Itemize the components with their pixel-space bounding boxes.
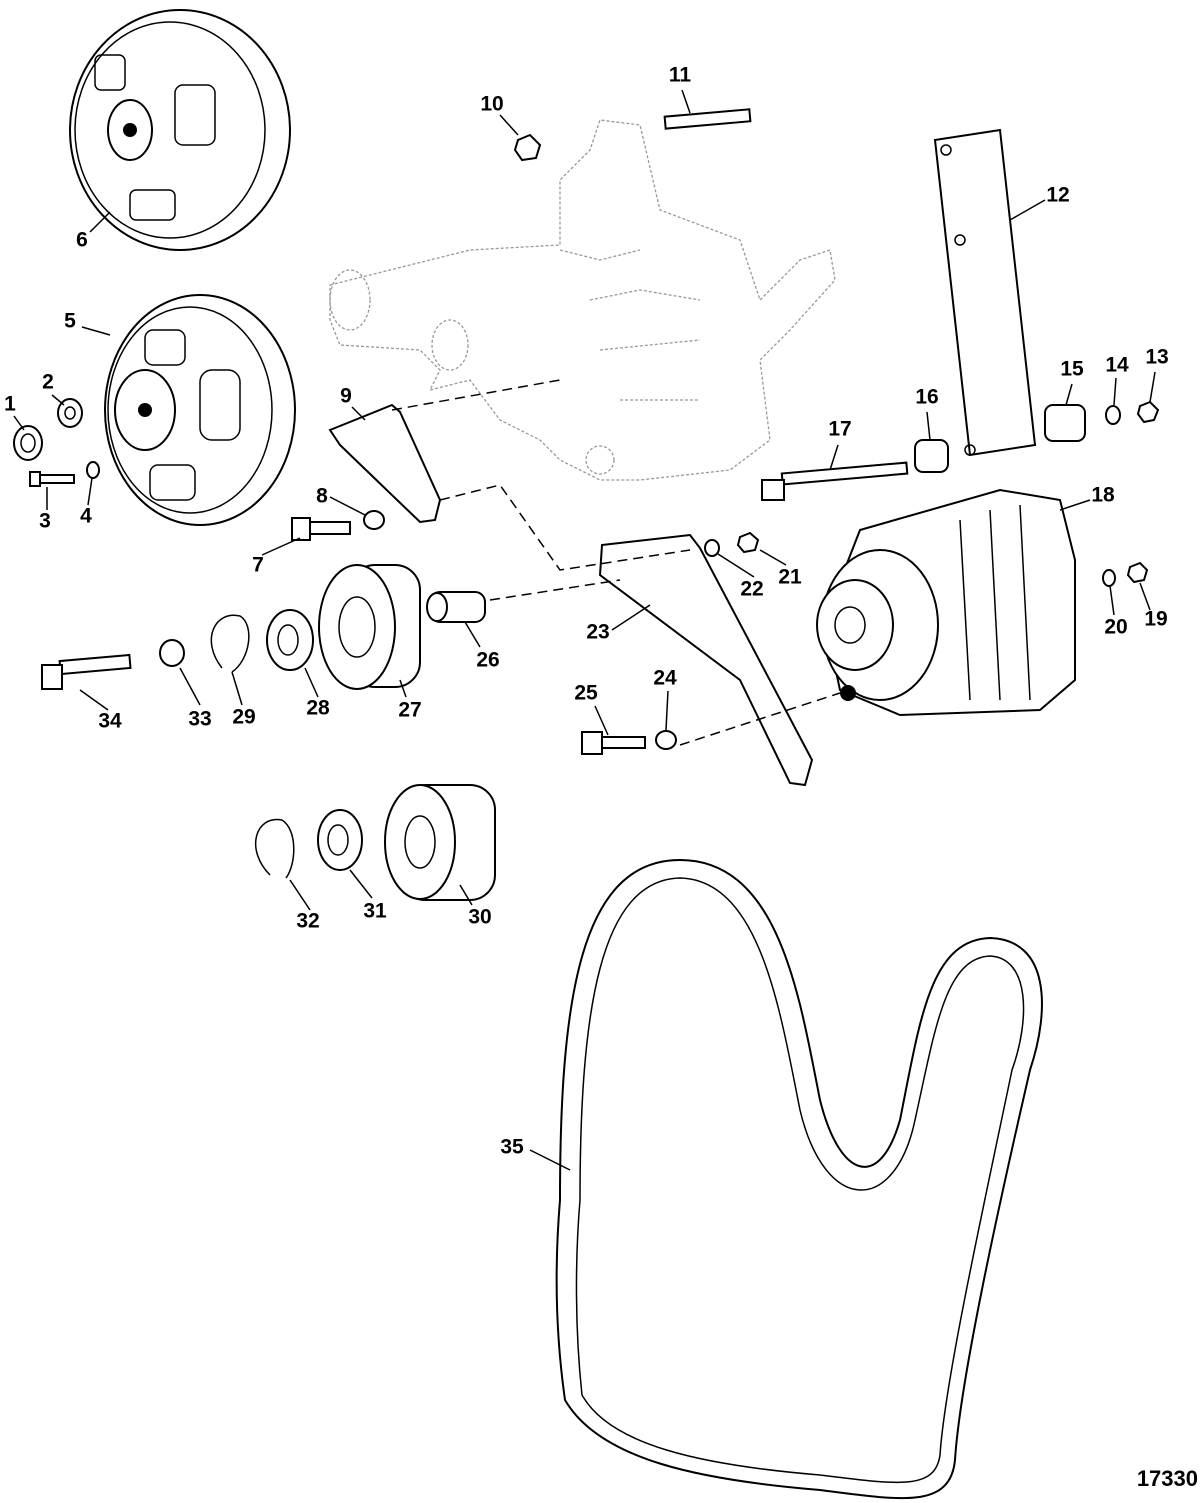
callout-15: 15 (1060, 358, 1084, 381)
nut-19 (1126, 561, 1149, 584)
bolt-3 (29, 471, 75, 487)
spacer-26 (426, 591, 486, 623)
callout-13: 13 (1145, 346, 1168, 369)
callout-35: 35 (500, 1136, 524, 1159)
washer-14 (1105, 405, 1121, 425)
washer-22 (704, 539, 720, 557)
callout-22: 22 (740, 578, 763, 601)
callout-23: 23 (586, 621, 609, 644)
callout-7: 7 (252, 554, 264, 577)
bearing-28 (266, 609, 314, 671)
callout-labels: 1 2 3 4 5 6 7 8 9 10 11 12 13 14 15 16 1… (4, 64, 1169, 1159)
callout-11: 11 (669, 64, 692, 87)
callout-25: 25 (574, 682, 598, 705)
bolt-25 (581, 731, 646, 755)
washer-20 (1102, 569, 1116, 587)
callout-33: 33 (188, 708, 211, 731)
callout-27: 27 (398, 699, 421, 722)
pulley-6 (69, 9, 291, 251)
callout-3: 3 (39, 510, 51, 533)
washer-33 (159, 639, 185, 667)
brace-12 (933, 128, 1037, 457)
callout-12: 12 (1046, 184, 1069, 207)
stud-11 (663, 108, 752, 130)
nut-13 (1136, 400, 1160, 424)
callout-31: 31 (363, 900, 387, 923)
bracket-23 (598, 533, 814, 787)
callout-24: 24 (653, 667, 677, 690)
callout-29: 29 (232, 706, 255, 729)
idler-pulley-30 (384, 784, 496, 901)
drive-belt-35 (555, 858, 1043, 1500)
callout-10: 10 (480, 93, 503, 116)
callout-16: 16 (915, 386, 938, 409)
callout-5: 5 (64, 310, 76, 333)
nut-10 (513, 133, 542, 162)
bearing-31 (317, 809, 363, 871)
callout-4: 4 (80, 505, 92, 528)
callout-8: 8 (316, 485, 328, 508)
washer-24 (655, 730, 677, 750)
callout-6: 6 (76, 229, 88, 252)
callout-30: 30 (468, 906, 491, 929)
nut-1 (13, 425, 43, 461)
washer-2 (57, 398, 83, 428)
pulley-5 (104, 294, 296, 526)
leader-lines (13, 89, 1156, 1171)
bolt-34 (41, 653, 132, 690)
engine-housing-reference (329, 119, 836, 481)
callout-34: 34 (98, 710, 122, 733)
spacer-16 (914, 439, 949, 473)
bracket-9 (328, 403, 442, 524)
callout-19: 19 (1144, 608, 1167, 631)
idler-pulley-27 (318, 564, 421, 690)
callout-26: 26 (476, 649, 499, 672)
alternator-18 (816, 488, 1076, 717)
callout-21: 21 (778, 566, 802, 589)
washer-4 (86, 461, 100, 479)
callout-14: 14 (1105, 354, 1129, 377)
spacer-15 (1044, 404, 1086, 442)
callout-20: 20 (1104, 616, 1127, 639)
snap-ring-29 (210, 614, 250, 673)
callout-32: 32 (296, 910, 319, 933)
callout-1: 1 (4, 393, 16, 416)
snap-ring-32 (254, 818, 295, 879)
callout-28: 28 (306, 697, 330, 720)
bolt-17 (761, 461, 909, 501)
bolt-7 (291, 517, 351, 541)
callout-2: 2 (42, 371, 54, 394)
nut-21 (736, 531, 760, 554)
figure-number: 17330 (1137, 1466, 1198, 1491)
washer-8 (363, 510, 385, 530)
callout-18: 18 (1091, 484, 1115, 507)
callout-17: 17 (828, 418, 851, 441)
callout-9: 9 (340, 385, 352, 408)
